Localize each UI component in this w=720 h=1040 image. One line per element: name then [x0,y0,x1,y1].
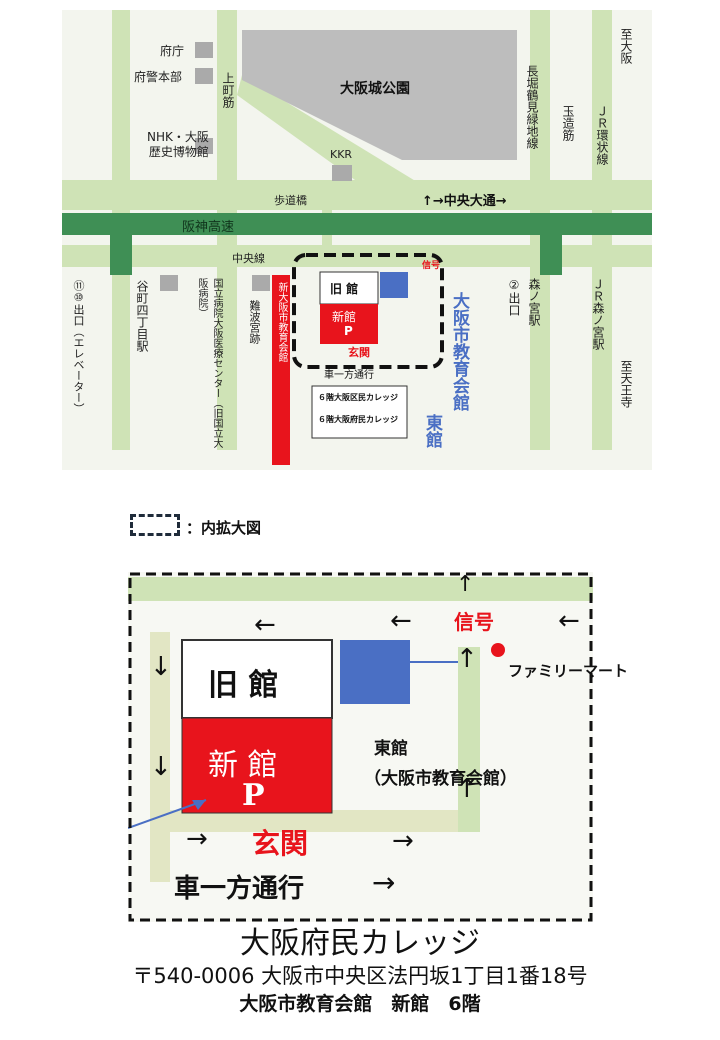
arrow-right-bottom1: → [186,824,208,854]
legend: ：内拡大図 [130,512,350,542]
arrow-up-right2: ↑ [456,774,478,804]
nagahori-label: 長堀鶴見緑地線 [525,65,539,149]
arrow-left-top2: ← [390,606,412,636]
jr-morinomiya-label: ＪＲ森ノ宮駅 [591,278,605,350]
footer-title: 大阪府民カレッジ [240,926,480,961]
detail-parking-label: P [242,778,265,813]
fuchou-label: 府庁 [160,44,185,58]
detail-one-way-label: 車一方通行 [174,874,305,904]
overview-annex-label: 新大阪市教育会館 [276,282,287,362]
overview-map-graphics [62,10,652,470]
to-tennoji-label: 至天王寺 [619,360,633,408]
east-building-label: 大阪市教育会館 [449,292,469,411]
chuo-sen-label: 中央線 [232,252,265,265]
naniwa-label: 難波宮跡 [248,300,261,344]
college-ku-label: ６階大阪区民カレッジ [318,393,398,402]
legend-dashed-box [130,514,180,536]
detail-east-line1: 東館 [374,739,408,759]
nhk-label: NHK・大阪 歴史博物館 [147,130,209,159]
detail-shingo-label: 信号 [454,610,494,634]
overview-kyukan-label: 旧 館 [330,282,359,296]
legend-label: ：内拡大図 [186,519,262,537]
to-osaka-label: 至大阪 [619,28,633,64]
jr-kanjo-label: ＪＲ環状線 [595,105,609,165]
tamatsukuri-label: 玉造筋 [561,105,575,141]
osakajo-koen-label: 大阪城公園 [340,81,410,97]
footer: 大阪府民カレッジ 〒540-0006 大阪市中央区法円坂1丁目1番18号 大阪市… [0,926,720,1036]
detail-one-way-arrow: → [372,866,396,899]
detail-map: ← ← ← ↑ ↑ ↑ ↓ ↓ → → 旧 館 新 館 P 玄関 信号 ファミリ… [127,572,628,922]
east-label: 東館 [422,414,442,448]
overview-one-way-label: 車一方通行 [324,370,374,381]
overview-shinkan-label: 新館 [332,310,357,324]
arrow-up-right1: ↑ [456,644,478,674]
arrow-left-top1: ← [254,610,276,640]
chuo-odori-label: ↑→中央大通→ [422,194,507,209]
overview-shingo-label: 信号 [422,261,441,271]
footer-address: 〒540-0006 大阪市中央区法円坂1丁目1番18号 [132,964,588,988]
footer-building: 大阪市教育会館 新館 6階 [239,993,481,1015]
hanshin-label: 阪神高速 [182,220,235,235]
detail-kyukan-label: 旧 館 [208,668,279,703]
morinomiya-station-label: 森ノ宮駅 [527,278,541,326]
arrow-left-top3: ← [558,606,580,636]
arrow-up-top: ↑ [456,572,475,597]
detail-genkan-label: 玄関 [252,827,309,860]
morinomiya-exit-label: ②出口 [507,278,521,316]
detail-east-line2: （大阪市教育会館） [364,769,517,789]
overview-genkan-label: 玄関 [348,346,370,359]
national-hospital-label: 国立病院大阪医療センター（旧国立大阪病院） [196,278,222,448]
overview-map: 府庁 府警本部 NHK・大阪 歴史博物館 大阪城公園 KKR 歩道橋 ↑→中央大… [62,10,652,470]
arrow-down-left1: ↓ [150,652,172,682]
arrow-down-left2: ↓ [150,752,172,782]
familymart-label: ファミリーマート [508,662,629,680]
college-fu-label: ６階大阪府民カレッジ [318,415,398,424]
uemachi-label: 上町筋 [221,72,235,108]
detail-shinkan-label: 新 館 [208,748,278,783]
overview-parking-label: P [344,324,353,338]
arrow-right-bottom2: → [392,826,414,856]
tanimachi-station-label: 谷町四丁目駅 [135,280,149,352]
detail-map-graphics [127,572,593,922]
fukei-honbu-label: 府警本部 [134,70,183,84]
kkr-label: KKR [330,148,353,161]
tanimachi-exit-label: ⑪⑩出口（エレベーター） [72,280,85,414]
hodokyo-label: 歩道橋 [274,194,307,207]
